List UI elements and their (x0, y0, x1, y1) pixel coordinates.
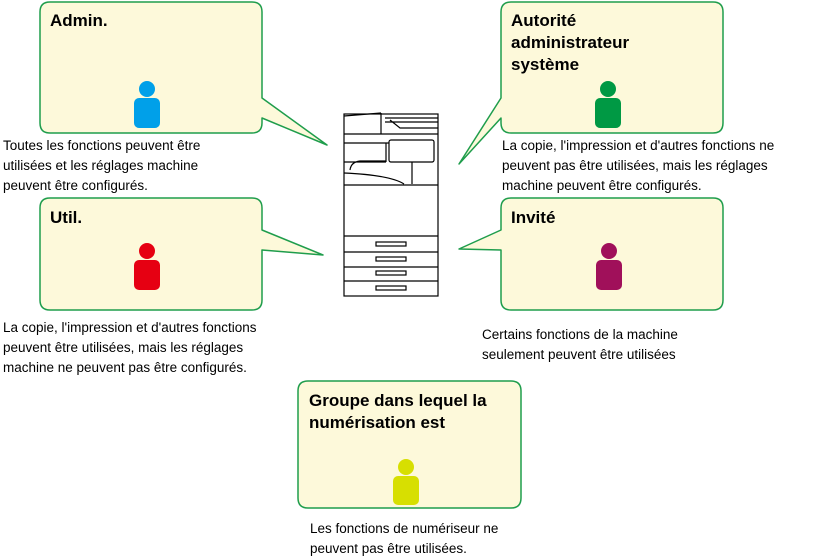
title-line: administrateur (511, 33, 630, 52)
user-description: La copie, l'impression et d'autres fonct… (3, 318, 257, 378)
desc-line: seulement peuvent être utilisées (482, 347, 676, 362)
title-line: Autorité (511, 11, 577, 30)
sysadmin-bubble (458, 1, 724, 165)
desc-line: La copie, l'impression et d'autres fonct… (3, 320, 257, 335)
title-line: numérisation est (309, 413, 446, 432)
desc-line: Les fonctions de numériseur ne (310, 521, 499, 536)
admin-person-icon (134, 81, 160, 128)
title-line: Groupe dans lequel la (309, 391, 487, 410)
desc-line: machine ne peuvent pas être configurés. (3, 360, 247, 375)
guest-bubble (458, 197, 724, 311)
scan-group-bubble (297, 380, 522, 509)
desc-line: peuvent pas être utilisées, mais les rég… (502, 158, 768, 173)
person-icons (134, 81, 622, 505)
scan-group-description: Les fonctions de numériseur ne peuvent p… (310, 519, 498, 559)
desc-line: La copie, l'impression et d'autres fonct… (502, 138, 775, 153)
title-line: système (511, 55, 580, 74)
desc-line: Toutes les fonctions peuvent être (3, 138, 201, 153)
user-bubble (39, 197, 324, 311)
scan-group-person-icon (393, 459, 419, 505)
sysadmin-title: Autorité administrateur système (511, 10, 629, 76)
desc-line: peuvent être configurés. (3, 178, 148, 193)
scan-group-title: Groupe dans lequel la numérisation est (309, 390, 487, 434)
sysadmin-description: La copie, l'impression et d'autres fonct… (502, 136, 774, 196)
desc-line: utilisées et les réglages machine (3, 158, 199, 173)
printer-icon (343, 112, 439, 297)
guest-person-icon (596, 243, 622, 290)
desc-line: peuvent pas être utilisées. (310, 541, 467, 556)
guest-title: Invité (511, 208, 556, 227)
desc-line: peuvent être utilisées, mais les réglage… (3, 340, 244, 355)
user-person-icon (134, 243, 160, 290)
guest-description: Certains fonctions de la machine seuleme… (482, 325, 678, 365)
admin-bubble (39, 1, 328, 146)
user-title: Util. (50, 208, 83, 227)
admin-title: Admin. (50, 11, 108, 30)
desc-line: machine peuvent être configurés. (502, 178, 702, 193)
admin-description: Toutes les fonctions peuvent être utilis… (3, 136, 200, 196)
sysadmin-person-icon (595, 81, 621, 128)
desc-line: Certains fonctions de la machine (482, 327, 678, 342)
